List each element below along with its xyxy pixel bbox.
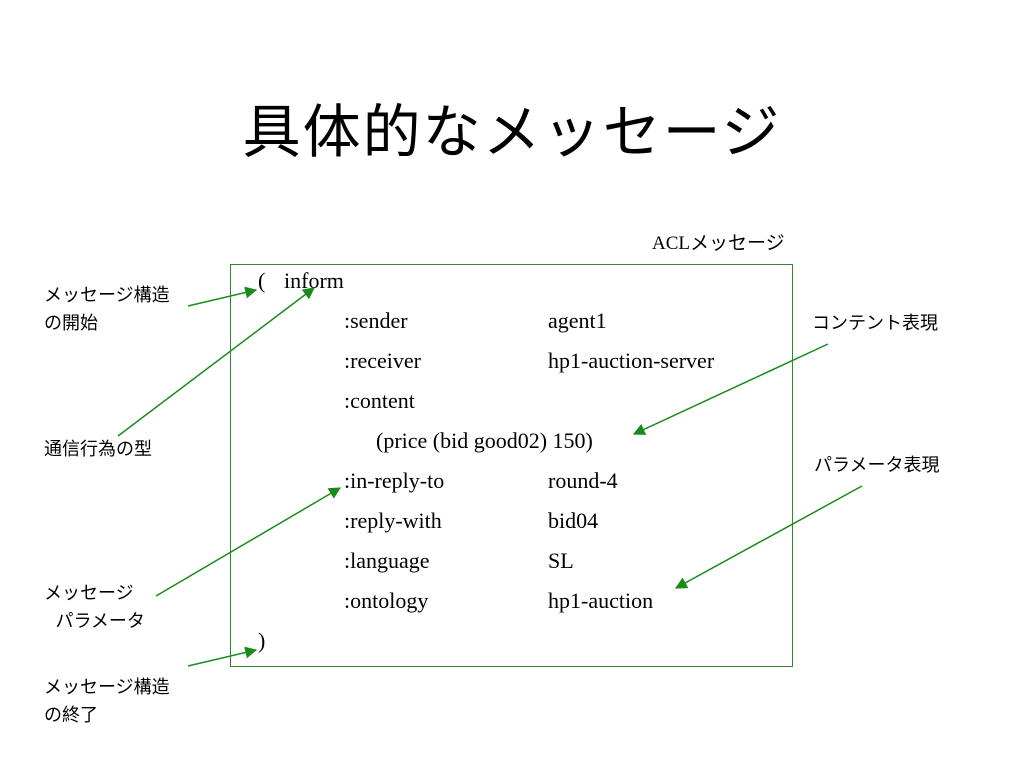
content-expression: (price (bid good02) 150) <box>376 428 593 453</box>
param-value-ontology: hp1-auction <box>548 588 654 613</box>
annotation-struct-start-line1: メッセージ構造 <box>44 285 170 306</box>
param-key-in-reply-to: :in-reply-to <box>344 468 445 493</box>
param-key-language: :language <box>344 548 430 573</box>
performative: inform <box>284 268 344 293</box>
annotation-comm-act: 通信行為の型 <box>44 439 152 460</box>
annotation-msg-param-line1: メッセージ <box>44 583 134 604</box>
annotation-content-expr: コンテント表現 <box>812 313 938 334</box>
acl-message-label: ACLメッセージ <box>652 233 785 254</box>
close-paren: ) <box>258 628 266 653</box>
open-paren: ( <box>258 268 266 293</box>
param-value-in-reply-to: round-4 <box>548 468 618 493</box>
annotation-struct-end: メッセージ構造 の終了 <box>44 674 170 730</box>
param-value-receiver: hp1-auction-server <box>548 348 715 373</box>
annotation-struct-start-line2: の開始 <box>44 313 98 334</box>
annotation-msg-param: メッセージ パラメータ <box>44 580 145 636</box>
annotation-struct-end-line1: メッセージ構造 <box>44 677 170 698</box>
annotation-struct-start: メッセージ構造 の開始 <box>44 282 170 338</box>
param-key-content: :content <box>344 388 415 413</box>
param-key-reply-with: :reply-with <box>344 508 442 533</box>
param-key-sender: :sender <box>344 308 408 333</box>
acl-message-box <box>230 264 793 667</box>
param-value-language: SL <box>548 548 574 573</box>
page-title: 具体的なメッセージ <box>242 98 782 166</box>
annotation-struct-end-line2: の終了 <box>44 705 98 726</box>
param-key-ontology: :ontology <box>344 588 429 613</box>
param-value-sender: agent1 <box>548 308 607 333</box>
annotation-msg-param-line2: パラメータ <box>55 611 145 632</box>
annotation-param-expr: パラメータ表現 <box>814 455 940 476</box>
param-key-receiver: :receiver <box>344 348 421 373</box>
param-value-reply-with: bid04 <box>548 508 599 533</box>
